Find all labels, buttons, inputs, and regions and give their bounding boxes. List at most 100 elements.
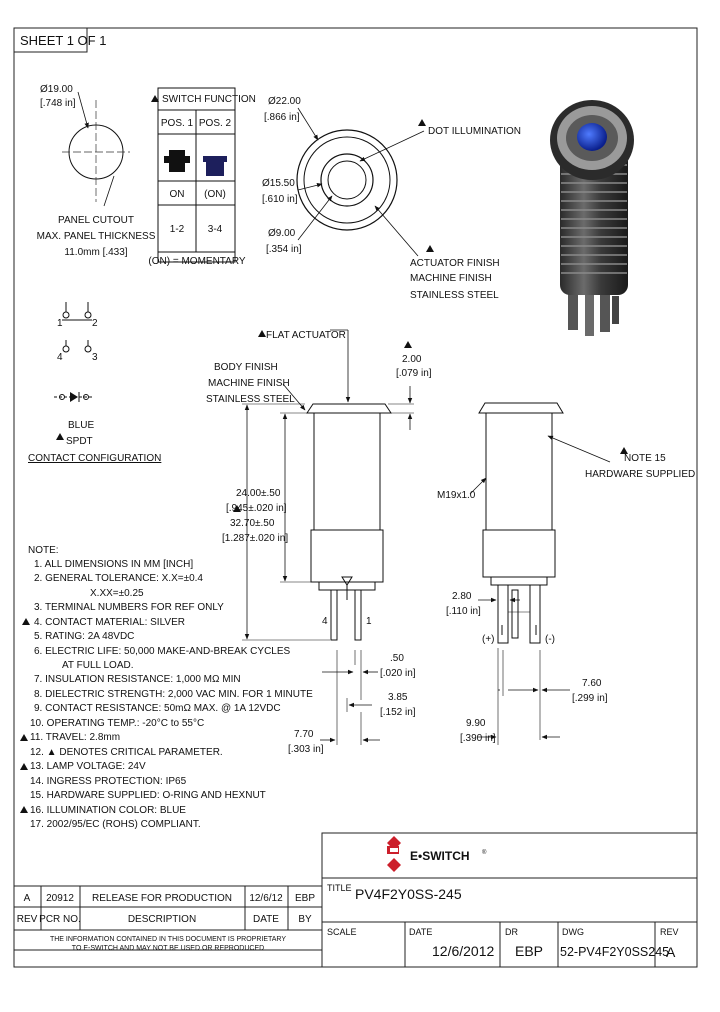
title-label: TITLE [327, 883, 352, 893]
flat-actuator-label: FLAT ACTUATOR [266, 330, 346, 341]
dim-2-80: 2.80 [452, 591, 472, 602]
note-line: X.XX=±0.25 [90, 588, 144, 599]
note-line: 16. ILLUMINATION COLOR: BLUE [30, 805, 186, 816]
rev-header-date: DATE [253, 914, 279, 925]
e-switch-mark-icon [387, 836, 401, 872]
date-label: DATE [409, 927, 432, 937]
total-height-in: [1.287±.020 in] [222, 533, 288, 544]
pin-spacing: 7.70 [294, 729, 314, 740]
note-line: 10. OPERATING TEMP.: -20°C to 55°C [30, 718, 204, 729]
note-line: 13. LAMP VOLTAGE: 24V [30, 761, 146, 772]
note-line: 1. ALL DIMENSIONS IN MM [INCH] [34, 559, 193, 570]
rev-row-pcr: 20912 [46, 893, 74, 904]
plus-terminal: (+) [482, 634, 495, 645]
note-line: 9. CONTACT RESISTANCE: 50mΩ MAX. @ 1A 12… [34, 703, 281, 714]
side-view: FLAT ACTUATOR BODY FINISH MACHINE FINISH… [206, 329, 432, 755]
logo-box [321, 832, 698, 879]
rev-header-pcr: PCR NO. [39, 914, 81, 925]
actuator-finish-2: MACHINE FINISH [410, 273, 492, 284]
pin-1-label: 1 [366, 616, 372, 627]
disclaimer-line-2: TO E-SWITCH AND MAY NOT BE USED OR REPRO… [72, 945, 264, 952]
cap-height: 2.00 [402, 354, 422, 365]
note-line: 3. TERMINAL NUMBERS FOR REF ONLY [34, 602, 224, 613]
top-view: Ø22.00 [.866 in] Ø15.50 [.610 in] Ø9.00 … [262, 96, 521, 301]
pin-width-in: [.152 in] [380, 707, 416, 718]
side-view-rotated: NOTE 15 HARDWARE SUPPLIED M19x1.0 2.80 [… [437, 402, 695, 745]
dot-illumination-label: DOT ILLUMINATION [428, 126, 521, 137]
led-symbol-icon [54, 392, 92, 402]
switch-pos1-header: POS. 1 [161, 118, 194, 129]
pin-thickness-in: [.020 in] [380, 668, 416, 679]
dwg-value: 52-PV4F2Y0SS245 [560, 945, 669, 959]
dim-2-80-in: [.110 in] [446, 606, 481, 617]
top-outer-dia: Ø22.00 [268, 96, 301, 107]
cutout-thickness-value: 11.0mm [.433] [64, 247, 127, 258]
note-line: 14. INGRESS PROTECTION: IP65 [30, 776, 187, 787]
actuator-down-icon [203, 156, 227, 176]
rev-header-description: DESCRIPTION [128, 914, 196, 925]
rev-value: A [666, 944, 676, 960]
pin-thickness: .50 [390, 653, 404, 664]
cutout-dia-in: [.748 in] [40, 98, 76, 109]
switch-momentary-note: (ON) = MOMENTARY [148, 256, 245, 267]
note-line: 7. INSULATION RESISTANCE: 1,000 MΩ MIN [34, 674, 241, 685]
switch-contacts-1: 1-2 [170, 224, 185, 235]
dim-9-90-in: [.390 in] [460, 733, 496, 744]
date-value: 12/6/2012 [432, 943, 494, 959]
cutout-title: PANEL CUTOUT [58, 215, 134, 226]
top-mid-dia: Ø15.50 [262, 178, 295, 189]
product-photo [550, 100, 634, 336]
actuator-finish-3: STAINLESS STEEL [410, 290, 499, 301]
note-line: 12. ▲ DENOTES CRITICAL PARAMETER. [30, 747, 223, 758]
switch-state-2: (ON) [204, 189, 226, 200]
scale-label: SCALE [327, 927, 357, 937]
rev-header-rev: REV [17, 914, 38, 925]
note-line: AT FULL LOAD. [62, 660, 134, 671]
terminal-1: 1 [57, 318, 63, 329]
e-switch-logo: E•SWITCH ® [387, 836, 487, 872]
note-15-label: NOTE 15 [624, 453, 666, 464]
spdt-label: SPDT [66, 436, 93, 447]
note-line: 4. CONTACT MATERIAL: SILVER [34, 617, 185, 628]
top-mid-dia-in: [.610 in] [262, 194, 298, 205]
contact-configuration: 1 2 4 3 BLUE SPDT CONTACT CONFIGURATION [28, 302, 161, 464]
body-height: 24.00±.50 [236, 488, 281, 499]
body-finish-2: MACHINE FINISH [208, 378, 290, 389]
hardware-supplied-label: HARDWARE SUPPLIED [585, 469, 695, 480]
body-height-in: [.945±.020 in] [226, 503, 287, 514]
contact-config-title: CONTACT CONFIGURATION [28, 453, 161, 464]
terminal-2: 2 [92, 318, 98, 329]
rev-row-date: 12/6/12 [249, 893, 283, 904]
notes-heading: NOTE: [28, 545, 59, 556]
note-line: 8. DIELECTRIC STRENGTH: 2,000 VAC MIN. F… [34, 689, 313, 700]
brand-name: E•SWITCH [410, 849, 470, 863]
title-value: PV4F2Y0SS-245 [355, 886, 462, 902]
dim-9-90: 9.90 [466, 718, 486, 729]
disclaimer-line-1: THE INFORMATION CONTAINED IN THIS DOCUME… [50, 936, 286, 943]
top-inner-dia: Ø9.00 [268, 228, 296, 239]
pin-4-label: 4 [322, 616, 328, 627]
top-inner-dia-in: [.354 in] [266, 244, 302, 255]
terminal-3: 3 [92, 352, 98, 363]
minus-terminal: (-) [545, 634, 555, 645]
cutout-thickness-label: MAX. PANEL THICKNESS [37, 231, 156, 242]
total-height: 32.70±.50 [230, 518, 275, 529]
rev-row-description: RELEASE FOR PRODUCTION [92, 893, 232, 904]
switch-function-title: SWITCH FUNCTION [162, 94, 256, 105]
dr-value: EBP [515, 943, 543, 959]
body-finish-3: STAINLESS STEEL [206, 394, 295, 405]
cutout-dia-mm: Ø19.00 [40, 84, 73, 95]
sheet-label-box [13, 27, 88, 53]
switch-pos2-header: POS. 2 [199, 118, 232, 129]
note-line: 11. TRAVEL: 2.8mm [30, 732, 120, 743]
switch-contacts-2: 3-4 [208, 224, 223, 235]
brand-reg: ® [482, 849, 487, 856]
switch-function-table: SWITCH FUNCTION POS. 1 POS. 2 ON (ON) 1-… [148, 87, 256, 267]
rev-row-by: EBP [295, 893, 315, 904]
thread-label: M19x1.0 [437, 490, 476, 501]
terminal-4: 4 [57, 352, 63, 363]
cap-height-in: [.079 in] [396, 368, 432, 379]
note-line: 15. HARDWARE SUPPLIED: O-RING AND HEXNUT [30, 790, 266, 801]
blue-led-dot [577, 123, 607, 151]
